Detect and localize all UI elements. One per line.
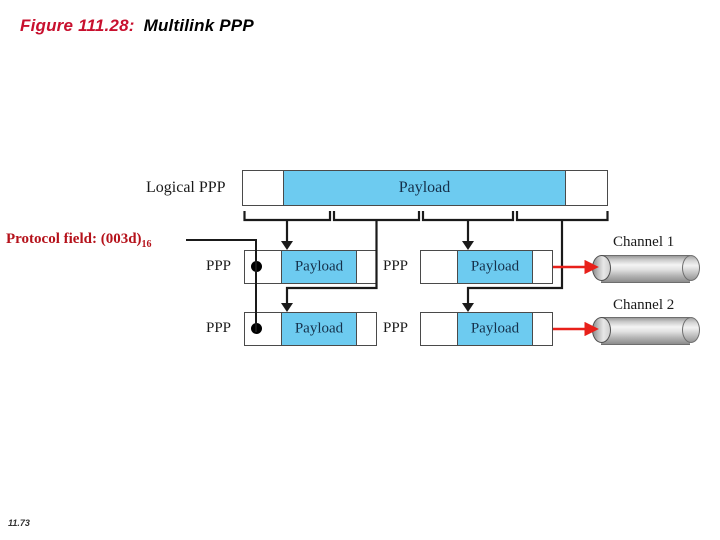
- frame-r2c1-payload-label: Payload: [294, 320, 344, 337]
- frame-r2c1-trailer: [356, 312, 377, 346]
- protocol-field-subscript: 16: [141, 239, 152, 250]
- channel-2-pipe: [592, 317, 700, 345]
- page-title: Figure 111.28: Multilink PPP: [20, 16, 254, 36]
- channel-2-label: Channel 2: [613, 297, 675, 313]
- frame-r1c1-payload: Payload: [281, 250, 357, 284]
- frame-r1c2-payload: Payload: [457, 250, 533, 284]
- split-bracket-3: [421, 211, 515, 248]
- split-bracket-1: [243, 211, 332, 248]
- frame-r2c2-trailer: [532, 312, 553, 346]
- logical-trailer-segment: [565, 170, 608, 206]
- frame-r1c1-header: [244, 250, 282, 284]
- frame-r1c1-trailer: [356, 250, 377, 284]
- frame-r2c2-payload: Payload: [457, 312, 533, 346]
- logical-payload-segment: Payload: [283, 170, 566, 206]
- figure-caption: Multilink PPP: [143, 16, 254, 35]
- frame-r2c1-payload: Payload: [281, 312, 357, 346]
- protocol-field-annotation: Protocol field: (003d)16: [6, 231, 152, 250]
- figure-number: Figure 111.28:: [20, 16, 135, 35]
- frame-r1c2-trailer: [532, 250, 553, 284]
- channel-1-pipe: [592, 255, 700, 283]
- frame-r1c2-ppp-label: PPP: [383, 258, 409, 274]
- frame-r1c1-payload-label: Payload: [294, 258, 344, 275]
- frame-r2c2-ppp-label: PPP: [383, 320, 409, 336]
- frame-r1c2-payload-label: Payload: [470, 258, 520, 275]
- frame-r1c1-protocol-dot: [251, 261, 262, 272]
- frame-r2c2-header: [420, 312, 458, 346]
- frame-r2c2-payload-label: Payload: [470, 320, 520, 337]
- frame-r2c1-header: [244, 312, 282, 346]
- frame-r1c2-header: [420, 250, 458, 284]
- frame-r2c1-protocol-dot: [251, 323, 262, 334]
- logical-ppp-label: Logical PPP: [146, 179, 226, 196]
- frame-r1c1-ppp-label: PPP: [206, 258, 232, 274]
- protocol-field-text: Protocol field: (003d): [6, 231, 142, 247]
- logical-payload-label: Payload: [398, 179, 451, 196]
- channel-1-label: Channel 1: [613, 234, 675, 250]
- frame-r2c1-ppp-label: PPP: [206, 320, 232, 336]
- logical-header-segment: [242, 170, 284, 206]
- page-number: 11.73: [8, 518, 30, 528]
